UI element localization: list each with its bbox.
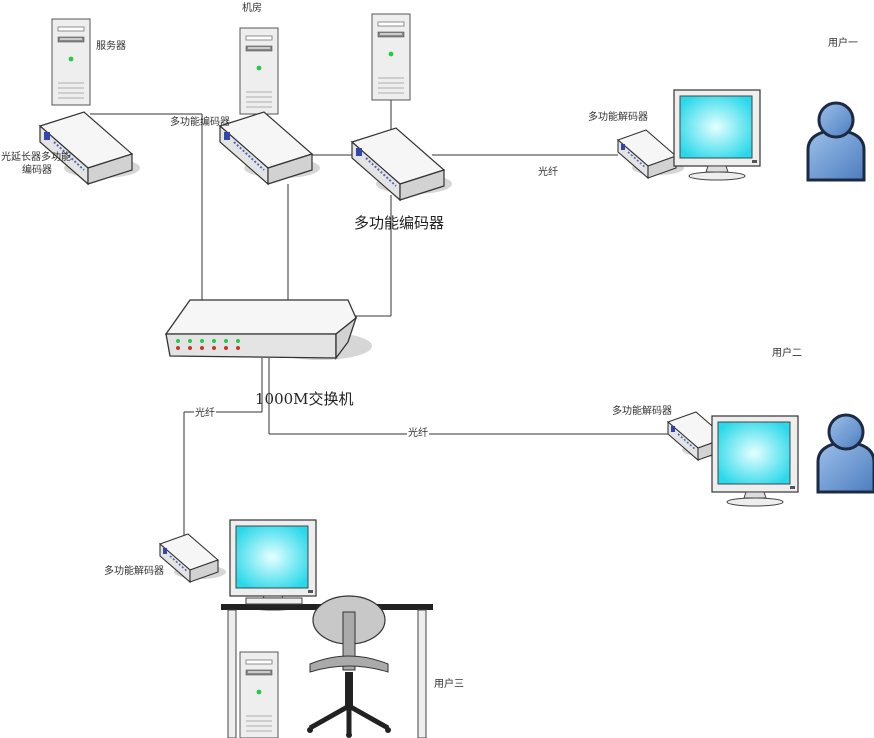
person-icon: [816, 413, 874, 494]
fiber-extender-label-line1: 光延长器多功能: [1, 152, 71, 163]
tower-server-icon: [239, 27, 279, 115]
encoder-center-label: 多功能编码器: [170, 117, 230, 128]
decoder-box-icon: [159, 533, 227, 583]
decoder-user1-label: 多功能解码器: [588, 112, 648, 123]
office-chair-icon: [307, 595, 391, 738]
encoder-box-icon: [39, 111, 141, 185]
server-label: 服务器: [96, 41, 126, 52]
encoder-right-label: 多功能编码器: [354, 214, 445, 232]
fiber-user1-label: 光纤: [537, 167, 559, 179]
network-switch-icon: [164, 299, 372, 360]
connection-lines: [90, 100, 672, 540]
decoder-user2-label: 多功能解码器: [612, 406, 672, 417]
crt-monitor-icon: [229, 519, 317, 611]
user3-label: 用户三: [434, 679, 464, 690]
switch-label: 1000M交换机: [255, 390, 354, 408]
machine-room-label: 机房: [242, 3, 262, 14]
tower-server-icon: [371, 13, 411, 101]
fiber-user3-label: 光纤: [194, 408, 216, 420]
encoder-box-icon: [351, 127, 453, 201]
crt-monitor-icon: [673, 89, 761, 181]
fiber-extender-label-line2: 编码器: [22, 165, 52, 176]
encoder-box-icon: [219, 111, 321, 185]
crt-monitor-icon: [711, 415, 799, 507]
tower-server-icon: [239, 651, 279, 738]
user1-label: 用户一: [828, 38, 858, 49]
fiber-user2-label: 光纤: [407, 428, 429, 440]
decoder-user3-label: 多功能解码器: [104, 566, 164, 577]
user2-label: 用户二: [772, 348, 802, 359]
person-icon: [806, 101, 866, 182]
tower-server-icon: [51, 18, 91, 106]
